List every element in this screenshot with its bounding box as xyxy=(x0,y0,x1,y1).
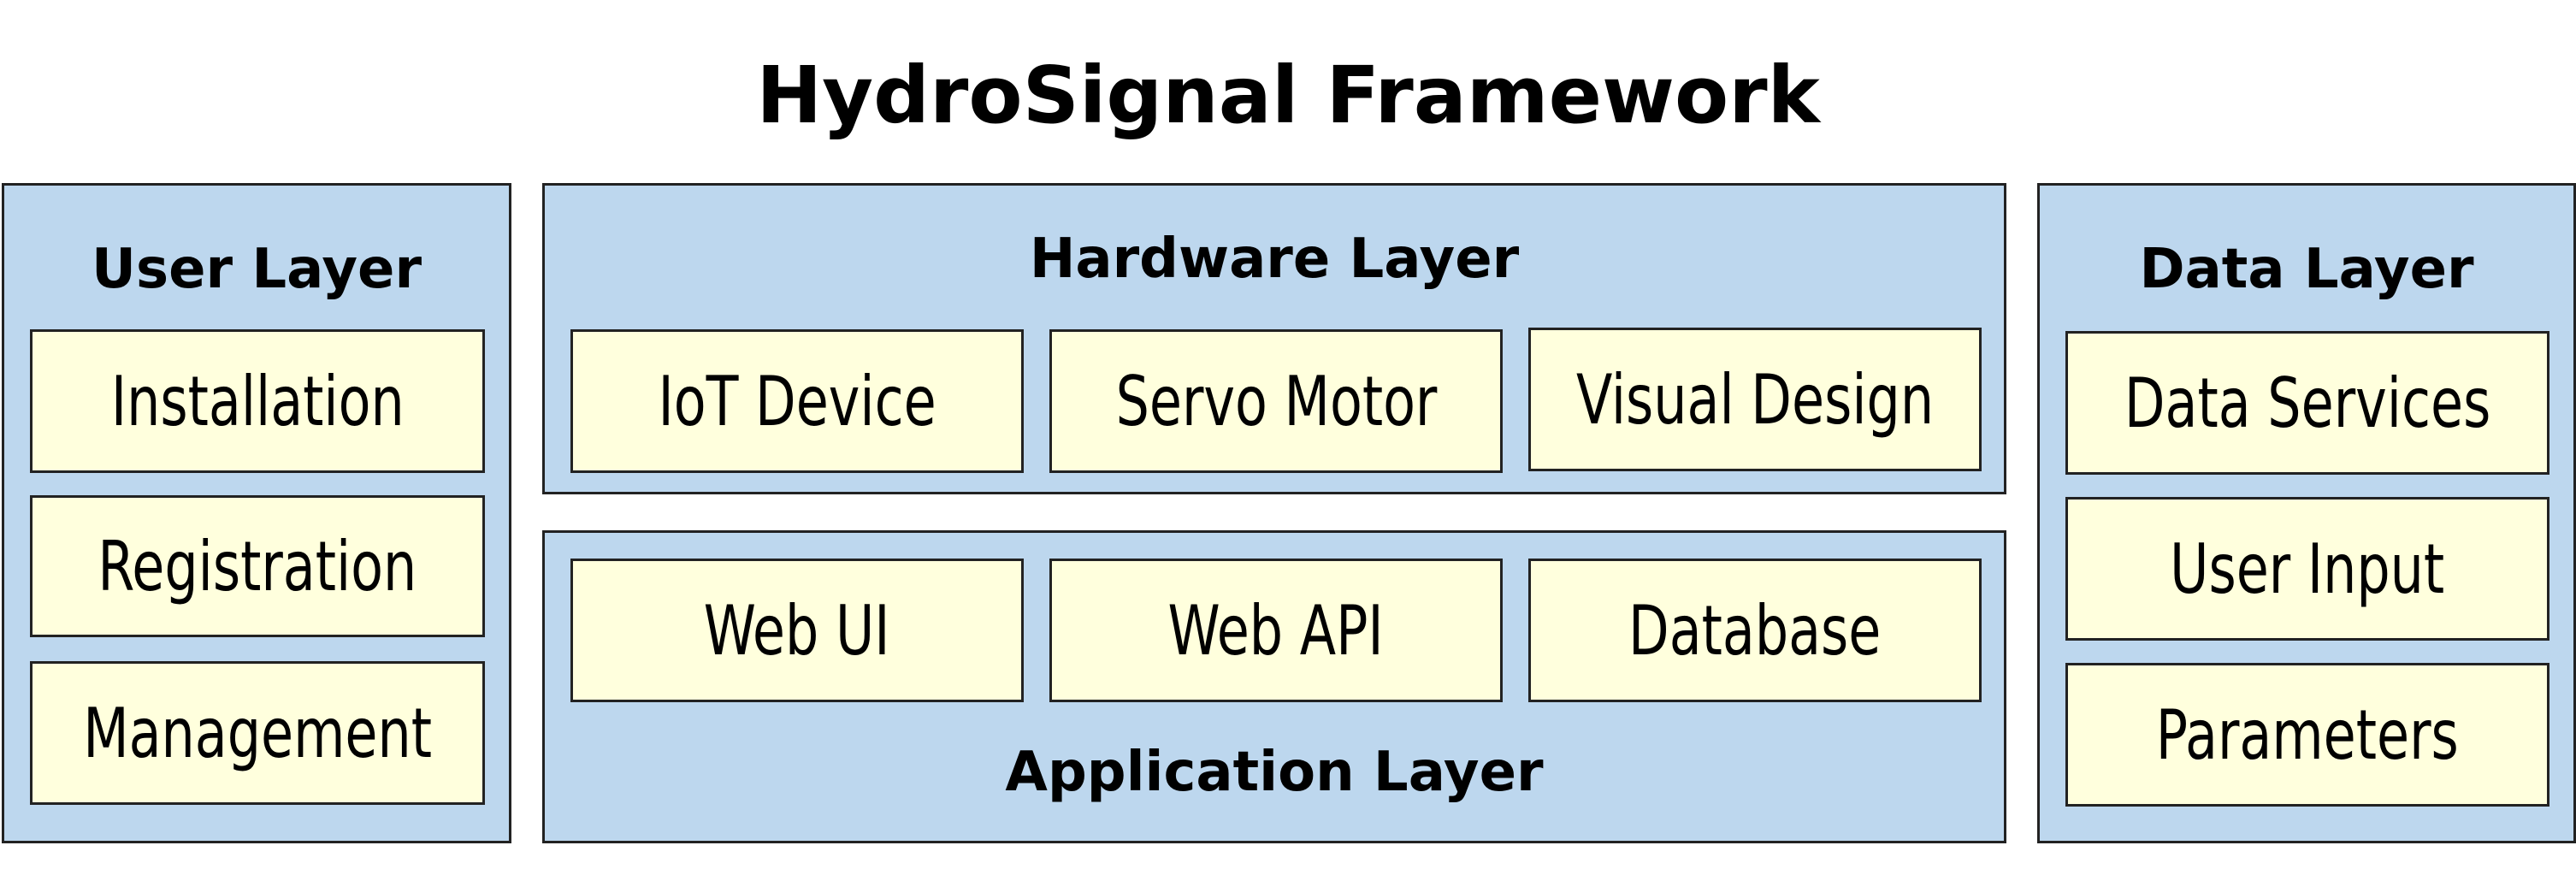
user-layer: User Layer Installation Registration Man… xyxy=(2,183,511,843)
data-layer: Data Layer Data Services User Input Para… xyxy=(2037,183,2576,843)
application-layer-label: Application Layer xyxy=(1005,741,1544,804)
web-api-box: Web API xyxy=(1049,559,1503,702)
parameters-box: Parameters xyxy=(2065,663,2549,807)
web-ui-label: Web UI xyxy=(704,590,890,671)
hardware-layer: Hardware Layer IoT Device Servo Motor Vi… xyxy=(542,183,2006,494)
servo-motor-label: Servo Motor xyxy=(1115,361,1437,441)
iot-device-label: IoT Device xyxy=(658,361,936,441)
data-services-label: Data Services xyxy=(2124,363,2491,443)
database-box: Database xyxy=(1528,559,1982,702)
installation-label: Installation xyxy=(110,361,405,441)
user-input-box: User Input xyxy=(2065,497,2549,641)
diagram-title: HydroSignal Framework xyxy=(756,50,1820,141)
data-layer-label: Data Layer xyxy=(2139,238,2474,301)
user-input-label: User Input xyxy=(2170,529,2445,609)
visual-design-box: Visual Design xyxy=(1528,328,1982,471)
web-api-label: Web API xyxy=(1167,590,1385,671)
database-label: Database xyxy=(1628,590,1882,671)
visual-design-label: Visual Design xyxy=(1575,359,1935,440)
application-layer: Web UI Web API Database Application Laye… xyxy=(542,530,2006,843)
registration-box: Registration xyxy=(30,495,485,637)
data-services-box: Data Services xyxy=(2065,331,2549,475)
hardware-layer-label: Hardware Layer xyxy=(1029,228,1520,291)
installation-box: Installation xyxy=(30,329,485,473)
web-ui-box: Web UI xyxy=(570,559,1024,702)
user-layer-label: User Layer xyxy=(92,238,422,301)
iot-device-box: IoT Device xyxy=(570,329,1024,473)
management-label: Management xyxy=(83,693,432,773)
servo-motor-box: Servo Motor xyxy=(1049,329,1503,473)
registration-label: Registration xyxy=(97,526,417,606)
parameters-label: Parameters xyxy=(2156,695,2459,775)
management-box: Management xyxy=(30,661,485,805)
